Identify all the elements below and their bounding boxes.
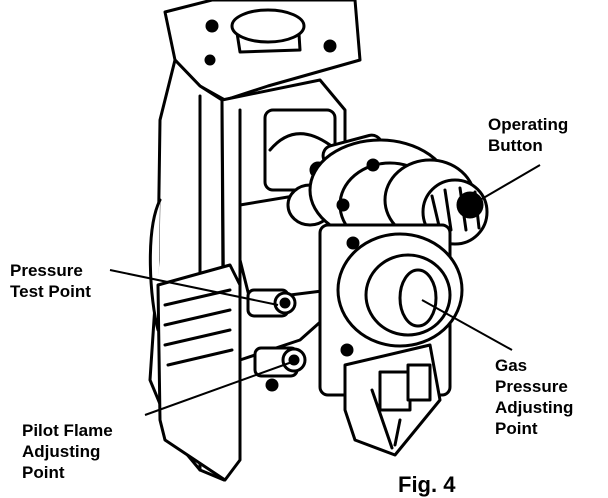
operating-button (383, 158, 489, 246)
label-pilot-flame-adjusting-point: Pilot Flame Adjusting Point (22, 420, 113, 483)
label-line: Pressure (10, 261, 83, 280)
valve-lower-block (156, 263, 242, 482)
valve-top-flange (163, 0, 362, 102)
label-line: Button (488, 136, 543, 155)
figure-caption: Fig. 4 (398, 472, 456, 497)
label-line: Adjusting (22, 442, 101, 461)
label-pressure-test-point: Pressure Test Point (10, 260, 91, 302)
label-line: Pressure (495, 377, 568, 396)
leader-pilot-flame (144, 361, 293, 416)
pilot-flame-screw (253, 346, 307, 392)
label-operating-button: Operating Button (488, 114, 568, 156)
label-line: Point (22, 463, 65, 482)
label-line: Operating (488, 115, 569, 134)
label-line: Pilot Flame (22, 421, 113, 440)
label-gas-pressure-adjusting-point: Gas Pressure Adjusting Point (495, 355, 573, 439)
leader-gas-pressure (421, 299, 513, 351)
leader-operating-button (467, 164, 541, 208)
leader-pressure-test-point (109, 269, 279, 306)
electrical-connector (343, 343, 442, 457)
label-line: Gas (495, 356, 528, 375)
label-line: Test Point (10, 282, 91, 301)
label-line: Point (495, 419, 538, 438)
label-line: Adjusting (495, 398, 574, 417)
